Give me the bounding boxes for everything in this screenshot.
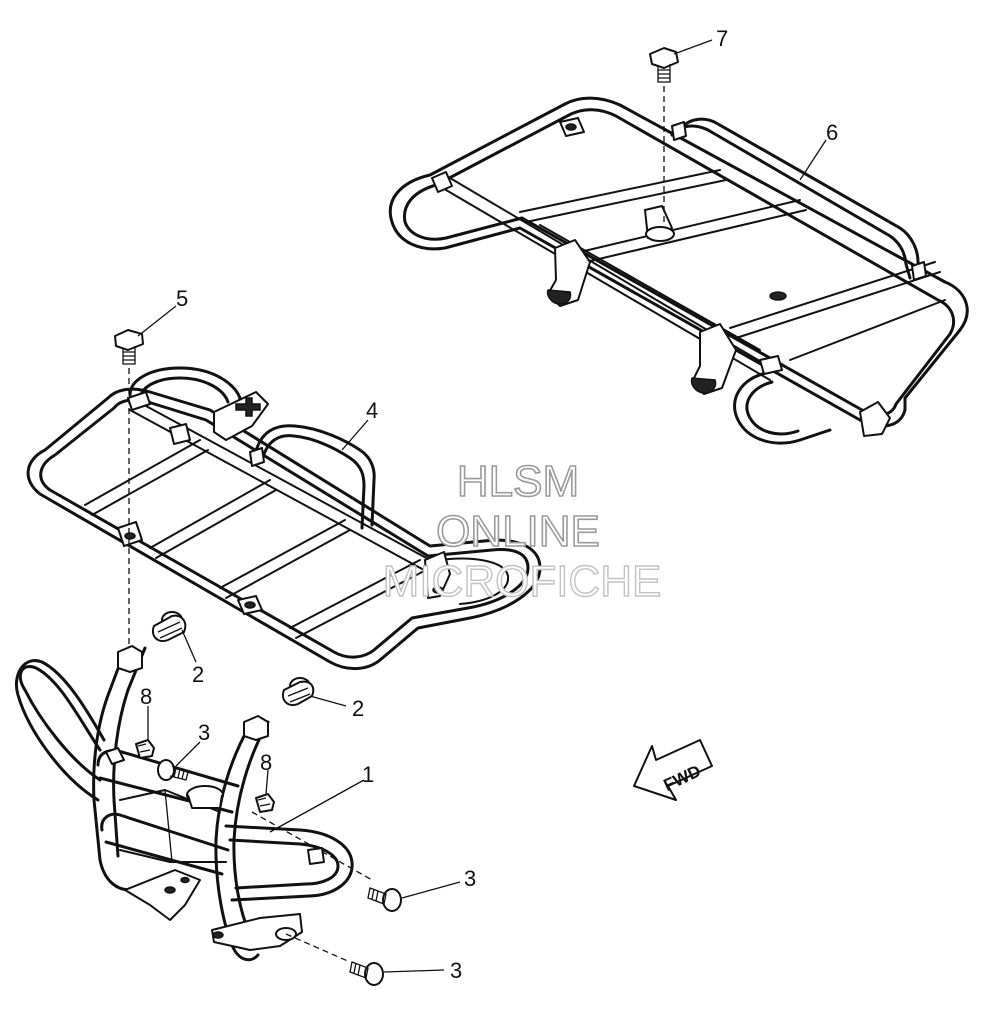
bolt-7 — [649, 47, 679, 226]
callout-1: 1 — [362, 762, 374, 787]
callout-4: 4 — [366, 398, 378, 423]
callout-6: 6 — [826, 120, 838, 145]
callout-2-left: 2 — [192, 662, 204, 687]
watermark: HLSM ONLINE MICROFICHE — [382, 456, 662, 607]
callout-2-right: 2 — [352, 696, 364, 721]
front-guard-bracket — [15, 645, 373, 963]
bolt-3-middle — [367, 887, 402, 912]
bolt-8-left — [135, 739, 155, 759]
watermark-line-2: ONLINE — [436, 507, 600, 556]
bolt-5 — [114, 329, 144, 650]
front-carrier-rack — [26, 366, 542, 670]
callout-3-upper: 3 — [198, 720, 210, 745]
grommet-2-left — [152, 611, 187, 642]
callout-8-left: 8 — [140, 684, 152, 709]
grommet-2-right — [282, 677, 315, 706]
bolt-3-upper — [157, 759, 189, 781]
callout-3-middle: 3 — [464, 866, 476, 891]
callout-5: 5 — [176, 286, 188, 311]
callout-leaders — [137, 39, 827, 973]
forward-arrow-icon: FWD — [633, 739, 713, 801]
bolt-3-lower — [349, 961, 384, 986]
bolt-8-right — [255, 793, 275, 813]
callout-7: 7 — [716, 26, 728, 51]
watermark-line-1: HLSM — [457, 457, 579, 506]
watermark-line-3: MICROFICHE — [383, 557, 662, 606]
callout-8-right: 8 — [260, 750, 272, 775]
callout-labels: 1 2 2 3 3 3 4 5 6 7 8 8 — [140, 26, 838, 983]
rear-carrier-rack — [388, 96, 969, 445]
callout-3-lower: 3 — [450, 958, 462, 983]
